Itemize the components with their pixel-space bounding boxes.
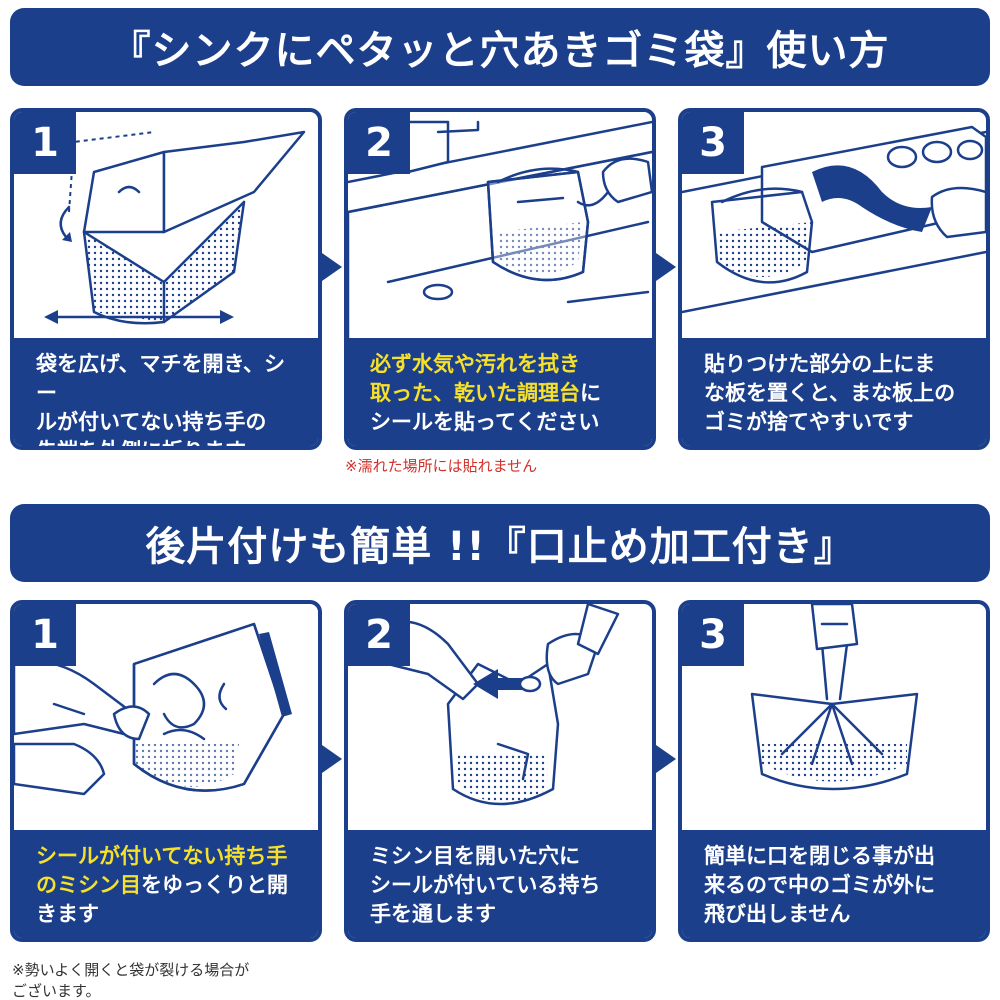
- bag-open-illustration: [44, 130, 306, 325]
- step-line: 貼りつけた部分の上にま: [704, 352, 936, 376]
- step-number: 2: [348, 604, 410, 666]
- step-line: 来るので中のゴミが外に: [704, 873, 935, 897]
- thread-handle-illustration: [386, 604, 620, 806]
- usage-step-1-card: 1 袋を広げ、マチを開き、シー ルが付いてない持ち手の 先端を外側に折ります: [10, 108, 322, 450]
- next-step-arrow: [656, 253, 676, 281]
- step-line-highlight: 必ず水気や汚れを拭き: [370, 352, 580, 376]
- step-line-highlight: 取った、乾いた調理台: [370, 381, 580, 405]
- step-instructions: 袋を広げ、マチを開き、シー ルが付いてない持ち手の 先端を外側に折ります: [14, 338, 318, 446]
- cleanup-step-1-card: 1 シールが付いてない持ち手 のミシン目をゆっくりと開 きます: [10, 600, 322, 942]
- step-instructions: 必ず水気や汚れを拭き 取った、乾いた調理台に シールを貼ってください: [348, 338, 652, 446]
- step-instructions: 簡単に口を閉じる事が出 来るので中のゴミが外に 飛び出しません: [682, 830, 986, 938]
- next-step-arrow: [656, 745, 676, 773]
- step-line: な板を置くと、まな板上の: [704, 381, 956, 405]
- cleanup-step-3-card: 3 簡単に口を閉じる事が出 来るので中のゴミが外に 飛び出しません: [678, 600, 990, 942]
- step-number: 2: [348, 112, 410, 174]
- step-number: 1: [14, 112, 76, 174]
- step-line: ミシン目を開いた穴に: [370, 844, 580, 868]
- step-line-highlight: のミシン目: [36, 873, 141, 897]
- sink-attach-illustration: [348, 120, 652, 338]
- usage-step-3-card: 3 貼りつけた部分の上にま な板を置くと、まな板上の ゴミが捨てやすいです: [678, 108, 990, 450]
- step-line: ゴミが捨てやすいです: [704, 410, 914, 434]
- step-number: 3: [682, 604, 744, 666]
- step-line: ルが付いてない持ち手の: [36, 410, 267, 434]
- closed-bag-illustration: [750, 604, 919, 791]
- step-line-tail: に: [580, 381, 601, 405]
- section2-title: 後片付けも簡単 !!『口止め加工付き』: [10, 504, 990, 582]
- step-line: 袋を広げ、マチを開き、シー: [36, 352, 286, 405]
- step-line: シールを貼ってください: [370, 410, 600, 434]
- wet-surface-note: ※濡れた場所には貼れません: [345, 457, 538, 475]
- tear-perforation-illustration: [14, 622, 292, 796]
- step-line-highlight: シールが付いてない持ち手: [36, 844, 288, 868]
- note-line: ございます。: [12, 982, 101, 1000]
- usage-step-2-card: 2 必ず水気や汚れを拭き 取った、乾いた調理台に シールを貼ってください: [344, 108, 656, 450]
- step-line: 簡単に口を閉じる事が出: [704, 844, 935, 868]
- cutting-board-illustration: [682, 125, 986, 314]
- step-line: シールが付いている持ち: [370, 873, 601, 897]
- section1-title: 『シンクにペタッと穴あきゴミ袋』使い方: [10, 8, 990, 86]
- step-line: 飛び出しません: [704, 902, 851, 926]
- step-number: 3: [682, 112, 744, 174]
- step-number: 1: [14, 604, 76, 666]
- step-line: 先端を外側に折ります: [36, 437, 304, 446]
- tear-warning-note: ※勢いよく開くと袋が裂ける場合が ございます。: [12, 960, 352, 1000]
- step-instructions: シールが付いてない持ち手 のミシン目をゆっくりと開 きます: [14, 830, 318, 938]
- cleanup-step-2-card: 2 ミシン目を開いた穴に シールが付いている持ち 手を通します: [344, 600, 656, 942]
- step-line: きます: [36, 902, 99, 926]
- next-step-arrow: [322, 745, 342, 773]
- step-instructions: ミシン目を開いた穴に シールが付いている持ち 手を通します: [348, 830, 652, 938]
- note-line: ※勢いよく開くと袋が裂ける場合が: [12, 961, 250, 979]
- step-line-tail: をゆっくりと開: [141, 873, 288, 897]
- step-line: 手を通します: [370, 902, 496, 926]
- next-step-arrow: [322, 253, 342, 281]
- step-instructions: 貼りつけた部分の上にま な板を置くと、まな板上の ゴミが捨てやすいです: [682, 338, 986, 446]
